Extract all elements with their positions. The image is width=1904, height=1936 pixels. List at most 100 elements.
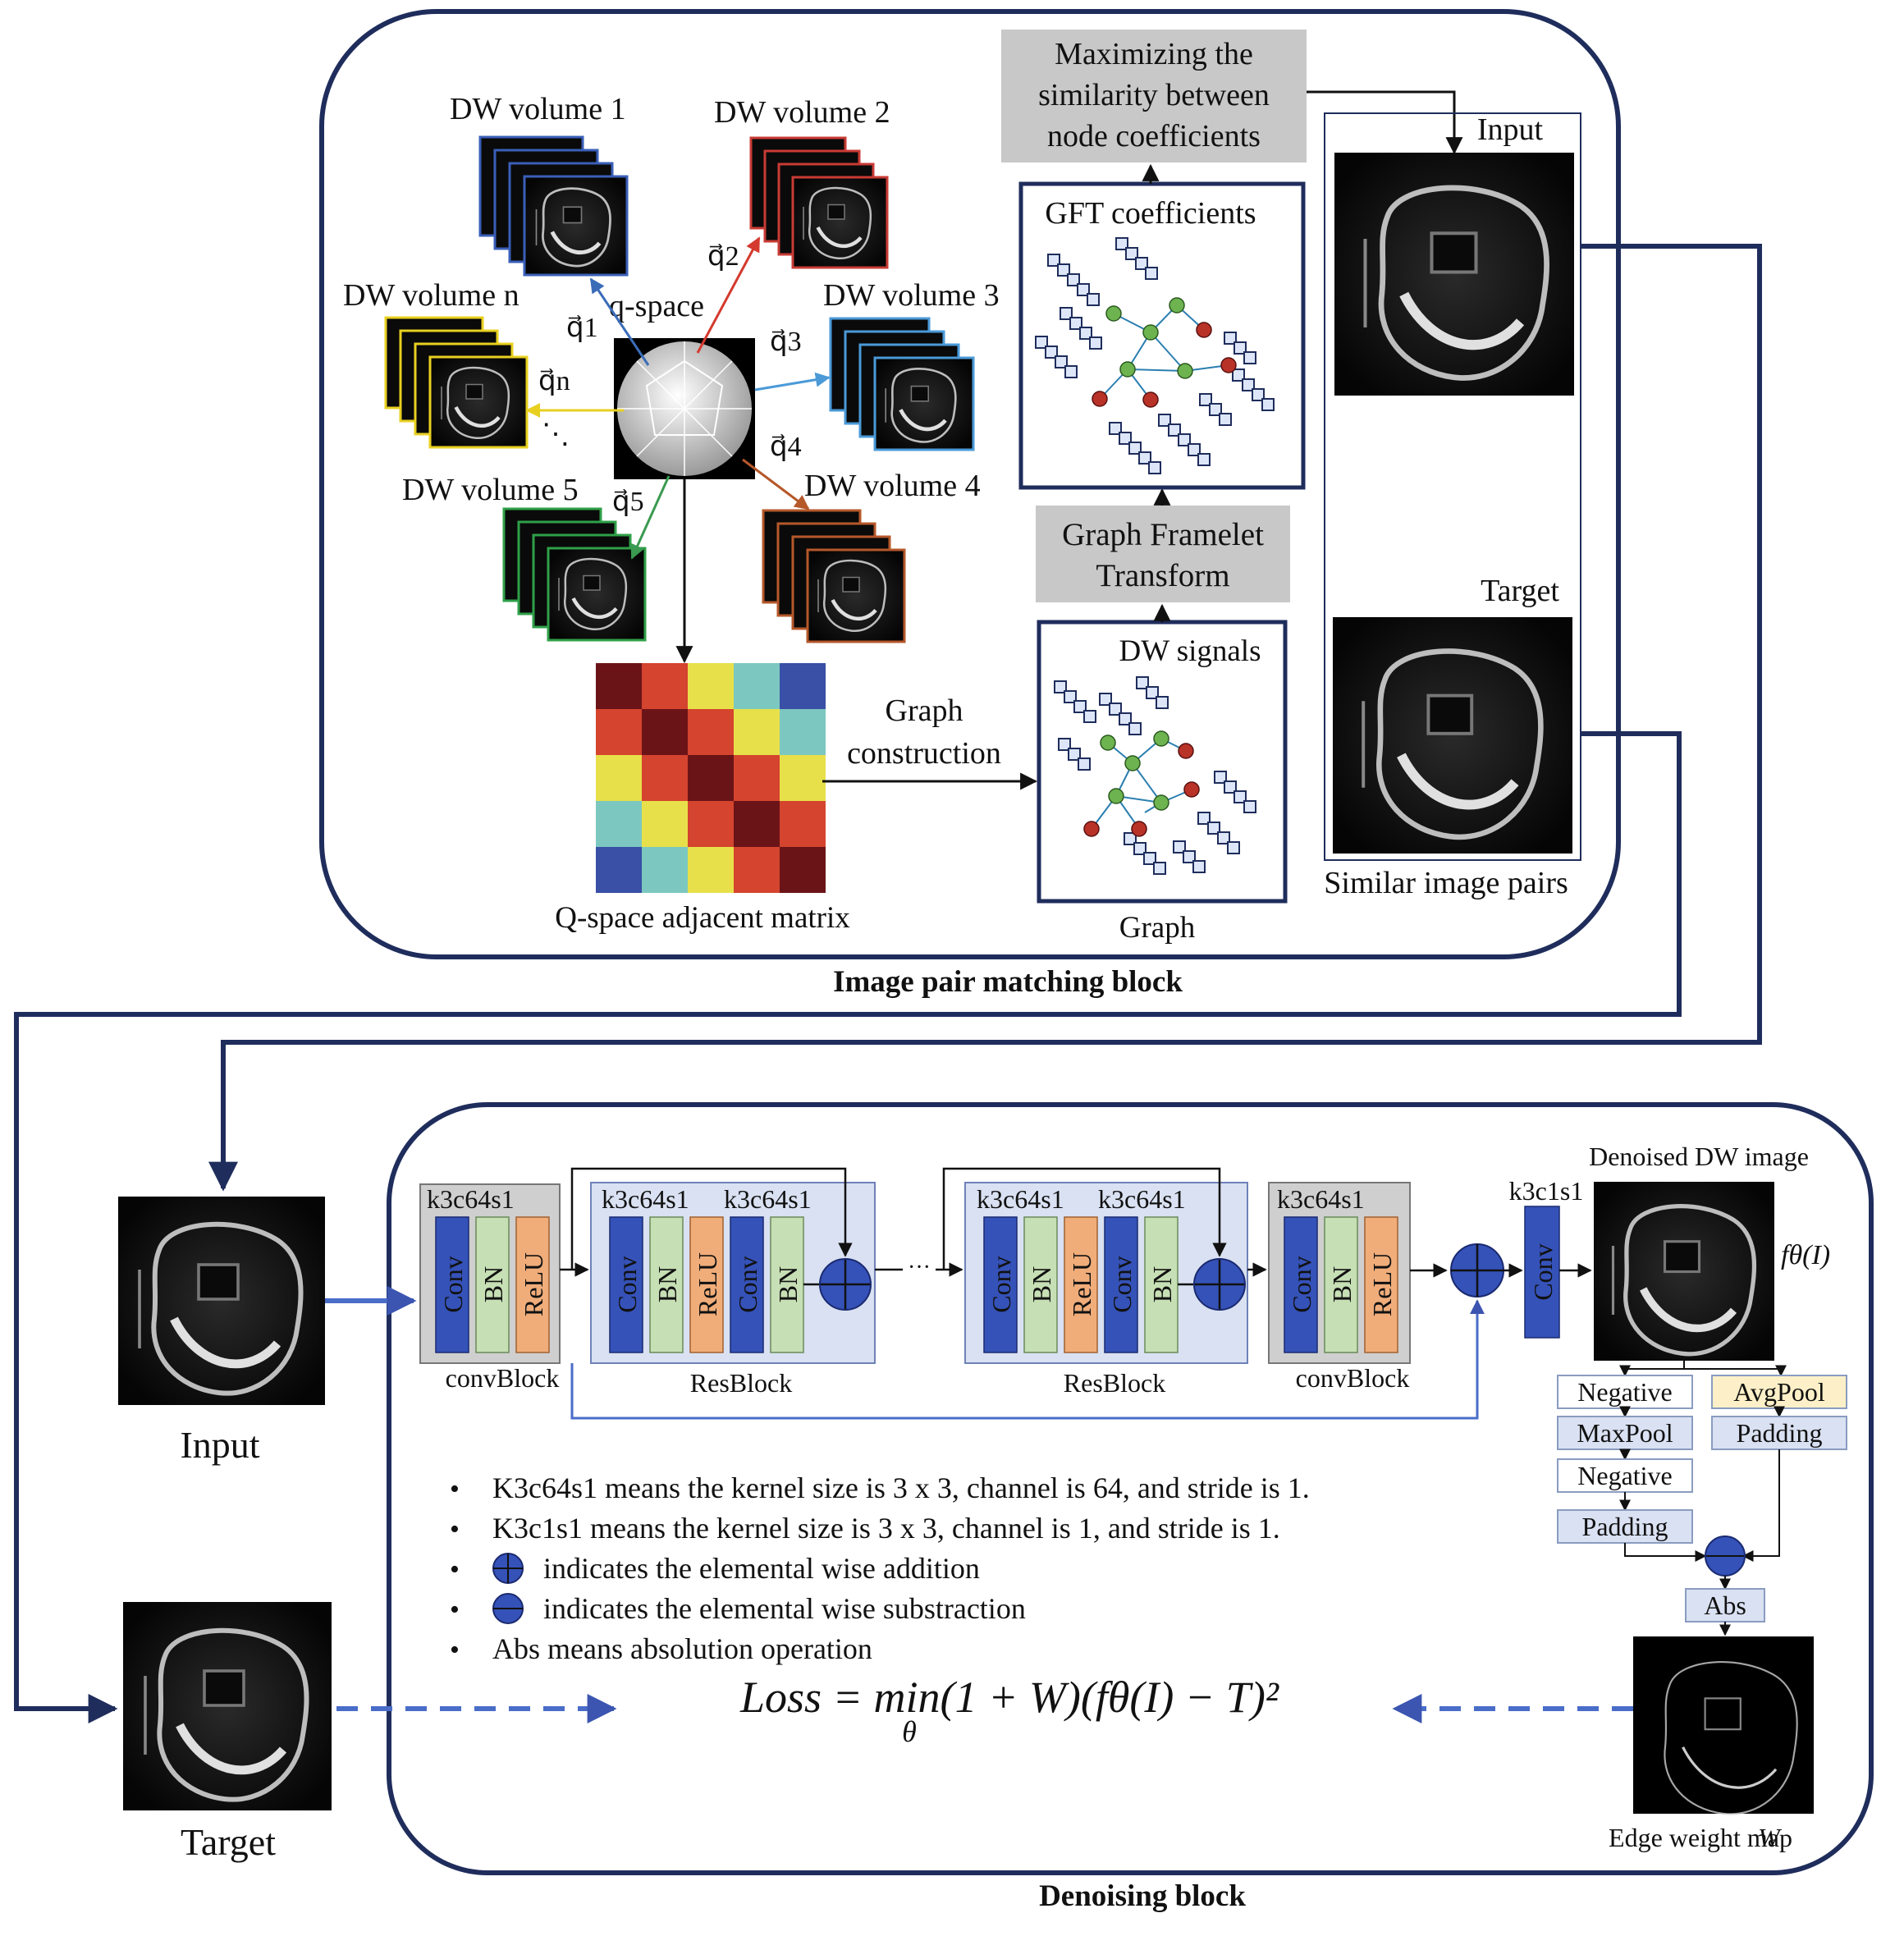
denoising-title: Denoising block <box>1039 1879 1246 1913</box>
convblock-2-kernel: k3c64s1 <box>1277 1184 1365 1214</box>
relu-text: ReLU <box>1067 1252 1096 1316</box>
graph-network-top <box>1035 237 1275 474</box>
conv-text: Conv <box>438 1256 468 1312</box>
matrix-cell <box>734 755 780 801</box>
resblock-2-skip <box>942 1167 1227 1270</box>
q5-label: q⃗5 <box>612 487 644 517</box>
matrix-cell <box>688 755 734 801</box>
dw-volume-1-stack <box>478 135 629 277</box>
relu-layer <box>515 1216 550 1353</box>
q1-label: q⃗1 <box>566 313 598 343</box>
resblock-2-kernel-a: k3c64s1 <box>977 1184 1064 1214</box>
conv-layer <box>435 1216 469 1353</box>
graph-label: Graph <box>1119 911 1196 945</box>
denoise-target-image <box>123 1602 332 1810</box>
pairs-input-image <box>1334 153 1574 396</box>
relu-layer <box>1364 1216 1398 1353</box>
bn-text: BN <box>1327 1266 1357 1302</box>
ellipsis: ··· <box>908 1255 931 1280</box>
edge-weight-symbol: W <box>1758 1823 1783 1852</box>
q-space-label: q-space <box>609 289 704 323</box>
matrix-cell <box>642 663 688 709</box>
q4-arrow <box>742 458 810 510</box>
convblock-1-label: convBlock <box>446 1363 560 1393</box>
abs-box <box>1685 1588 1765 1622</box>
matrix-cell <box>734 801 780 847</box>
q2-arrow <box>696 236 761 354</box>
resblock-1-kernel-b: k3c64s1 <box>724 1184 812 1214</box>
image-pair-matching-title: Image pair matching block <box>833 965 1183 999</box>
matrix-cell <box>596 801 642 847</box>
qn-label: q⃗n <box>538 366 570 396</box>
resblock-1-skip <box>570 1167 853 1270</box>
graph-construction-label-1: Graph <box>886 693 963 728</box>
conv-layer <box>1284 1216 1318 1353</box>
dw-volume-3-stack <box>829 317 975 451</box>
q2-label: q⃗2 <box>707 241 739 272</box>
pairs-target-image <box>1333 617 1572 854</box>
final-conv-kernel: k3c1s1 <box>1509 1176 1584 1206</box>
matrix-cell <box>780 847 826 893</box>
avgpool-label: AvgPool <box>1733 1377 1825 1407</box>
bn-layer <box>1324 1216 1358 1353</box>
global-skip-connection <box>570 1299 1485 1420</box>
q5-arrow <box>630 475 671 560</box>
denoised-image <box>1594 1182 1774 1361</box>
dw-volume-4-label: DW volume 4 <box>804 469 981 503</box>
bullet-marker: • <box>450 1474 460 1504</box>
dw-volume-3-label: DW volume 3 <box>823 278 1000 313</box>
padding-label-right: Padding <box>1737 1418 1823 1448</box>
matrix-cell <box>688 709 734 755</box>
convblock-1-kernel: k3c64s1 <box>427 1184 515 1214</box>
bn-text: BN <box>1027 1266 1056 1302</box>
bn-text: BN <box>652 1266 682 1302</box>
matrix-cell <box>642 709 688 755</box>
loss-subscript: θ <box>902 1715 917 1748</box>
matrix-cell <box>596 709 642 755</box>
bullet-5: Abs means absolution operation <box>492 1632 872 1665</box>
matrix-cell <box>642 755 688 801</box>
conv-layer <box>1104 1216 1138 1353</box>
conv-layer <box>609 1216 643 1353</box>
q-space-adjacent-matrix <box>596 663 826 893</box>
f-theta-label: fθ(I) <box>1781 1240 1830 1270</box>
matrix-cell <box>688 663 734 709</box>
edge-weight-label: Edge weight map <box>1609 1823 1792 1852</box>
matrix-cell <box>780 801 826 847</box>
relu-text: ReLU <box>1367 1252 1397 1316</box>
maximizing-similarity-box <box>1001 30 1307 162</box>
bn-layer <box>1144 1216 1179 1353</box>
convblock-2-label: convBlock <box>1296 1363 1410 1393</box>
q-space-sphere <box>614 338 755 479</box>
bullet-4: indicates the elemental wise substractio… <box>543 1592 1026 1625</box>
q4-label: q⃗4 <box>770 432 802 462</box>
maximize-label-3: node coefficients <box>1047 119 1261 153</box>
graph-construction-label-2: construction <box>847 736 1001 771</box>
dw-volume-2-stack <box>749 136 889 269</box>
q1-arrow <box>589 277 650 366</box>
conv-text: Conv <box>612 1256 642 1312</box>
bullet-3: indicates the elemental wise addition <box>543 1552 980 1585</box>
matrix-cell <box>596 847 642 893</box>
conv-text: Conv <box>733 1256 762 1312</box>
maximize-label-2: similarity between <box>1038 78 1270 112</box>
matrix-cell <box>734 709 780 755</box>
matrix-cell <box>780 755 826 801</box>
conv-text: Conv <box>1287 1256 1316 1312</box>
conv-layer <box>983 1216 1018 1353</box>
dw-signals-label: DW signals <box>1119 634 1261 668</box>
pairs-target-label: Target <box>1481 574 1559 608</box>
loss-formula: Loss = min(1 + W)(fθ(I) − T)² <box>739 1673 1279 1722</box>
graph-network-bottom <box>1054 676 1256 875</box>
dw-volume-n-label: DW volume n <box>343 278 519 313</box>
framelet-label-2: Transform <box>1096 558 1229 593</box>
relu-layer <box>1064 1216 1098 1353</box>
bullet-1: K3c64s1 means the kernel size is 3 x 3, … <box>492 1471 1310 1504</box>
bullet-marker: • <box>450 1635 460 1665</box>
dw-volume-2-label: DW volume 2 <box>714 95 890 130</box>
bullet-2: K3c1s1 means the kernel size is 3 x 3, c… <box>492 1512 1280 1545</box>
image-pair-matching-block <box>319 9 1621 959</box>
padding-box-left <box>1557 1509 1693 1544</box>
maximize-to-input-arrow <box>1307 90 1463 155</box>
